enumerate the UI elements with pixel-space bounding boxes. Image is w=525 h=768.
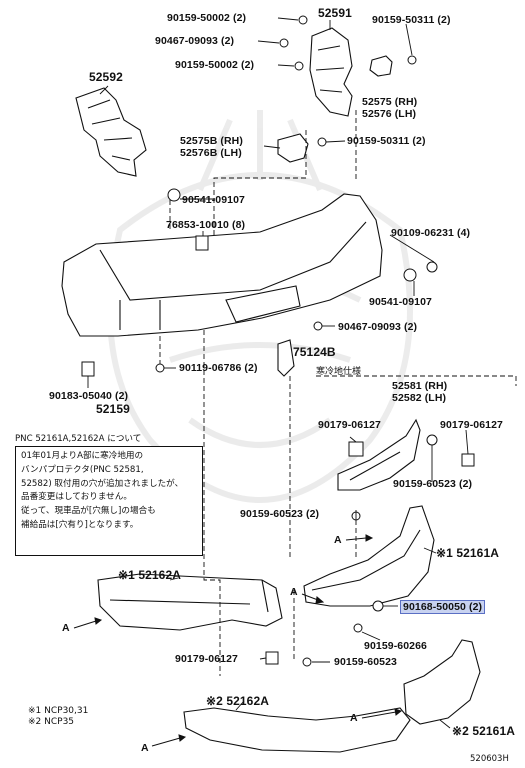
label-52582-lh: 52582 (LH) — [392, 392, 447, 404]
arrow-a-label-4: A — [141, 742, 149, 754]
note-line: 従って、現車品が[穴無し]の場合も — [21, 506, 156, 517]
protector-52581 — [337, 418, 421, 491]
retainer-75124b — [277, 339, 295, 377]
label-90179-06127-b: 90179-06127 — [440, 419, 503, 431]
label-90467-09093-low: 90467-09093 (2) — [338, 321, 418, 333]
figure-id: 520603H — [470, 754, 509, 764]
footnote-2: ※2 NCP35 — [28, 717, 75, 727]
label-90183-05040: 90183-05040 (2) — [49, 390, 129, 402]
arrow-a-label-5: A — [350, 712, 358, 724]
label-90179-06127-a: 90179-06127 — [318, 419, 381, 431]
label-90159-60266: 90159-60266 — [364, 640, 427, 652]
bumper-cover-52159 — [61, 193, 383, 337]
label-90159-60523-a: 90159-60523 (2) — [393, 478, 473, 490]
label-90159-50311-mid: 90159-50311 (2) — [347, 135, 426, 147]
label-52161a-2: ※2 52161A — [452, 724, 515, 738]
label-52576b-lh: 52576B (LH) — [180, 147, 242, 159]
note-title: PNC 52161A,52162A について — [15, 434, 142, 444]
label-52591: 52591 — [318, 6, 352, 20]
protector-52161a-1 — [303, 505, 435, 607]
label-90119-06786: 90119-06786 (2) — [179, 362, 258, 374]
label-52162a-2: ※2 52162A — [206, 694, 269, 708]
label-52575b-rh: 52575B (RH) — [180, 135, 243, 147]
bracket-52591 — [309, 27, 353, 117]
label-90159-50002-mid: 90159-50002 (2) — [175, 59, 255, 71]
label-52575-rh: 52575 (RH) — [362, 96, 418, 108]
note-line: 01年01月よりA部に寒冷地用の — [21, 451, 144, 461]
note-box: 01年01月よりA部に寒冷地用の バンパプロテクタ(PNC 52581, 525… — [15, 446, 203, 556]
label-90159-50002-top: 90159-50002 (2) — [167, 12, 247, 24]
bracket-52592 — [75, 87, 147, 177]
protector-52162a-2 — [183, 707, 411, 753]
footnote-1: ※1 NCP30,31 — [28, 706, 89, 716]
label-cold-spec: 寒冷地仕様 — [316, 367, 362, 377]
label-90159-60523-b: 90159-60523 (2) — [240, 508, 320, 520]
label-52161a-1: ※1 52161A — [436, 546, 499, 560]
label-52581-rh: 52581 (RH) — [392, 380, 448, 392]
label-52162a-1: ※1 52162A — [118, 568, 181, 582]
label-75124b: 75124B — [293, 345, 336, 359]
protector-52161a-2 — [403, 639, 481, 725]
note-line: 品番変更はしておりません。 — [21, 492, 132, 503]
label-52592: 52592 — [89, 70, 123, 84]
label-90541-09107-a: 90541-09107 — [182, 194, 245, 206]
label-90168-50050-highlighted[interactable]: 90168-50050 (2) — [400, 600, 486, 614]
label-90541-09107-b: 90541-09107 — [369, 296, 432, 308]
note-line: 52582) 取付用の穴が追加されましたが、 — [21, 478, 184, 489]
label-52576-lh: 52576 (LH) — [362, 108, 417, 120]
note-line: 補給品は[穴有り]となります。 — [21, 519, 139, 530]
arrow-a-label-1: A — [334, 534, 342, 546]
note-line: バンパプロテクタ(PNC 52581, — [21, 464, 144, 475]
label-90159-50311-top: 90159-50311 (2) — [372, 14, 451, 26]
label-90179-06127-c: 90179-06127 — [175, 653, 238, 665]
label-90159-60523-c: 90159-60523 — [334, 656, 397, 668]
label-76853-10010: 76853-10010 (8) — [166, 219, 246, 231]
arrow-a-label-3: A — [290, 586, 298, 598]
bracket-52575 — [369, 55, 393, 77]
label-52159: 52159 — [96, 402, 130, 416]
label-90467-09093-top: 90467-09093 (2) — [155, 35, 235, 47]
bracket-52575b — [277, 133, 309, 163]
arrow-a-label-2: A — [62, 622, 70, 634]
label-90109-06231: 90109-06231 (4) — [391, 227, 471, 239]
